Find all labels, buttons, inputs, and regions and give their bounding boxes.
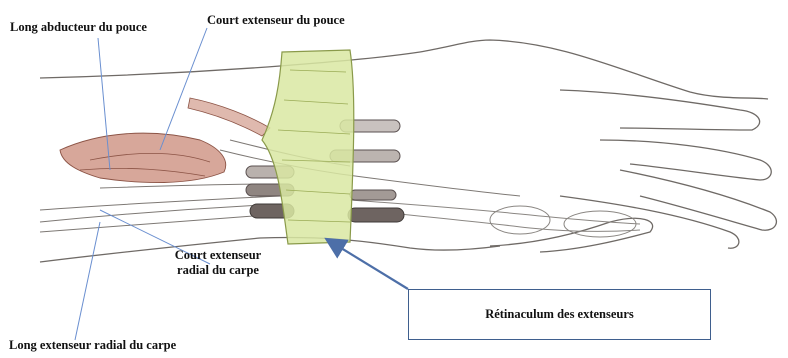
retinaculum-callout-box: Rétinaculum des extenseurs (408, 289, 711, 340)
fingers (490, 90, 776, 252)
label-retinaculum: Rétinaculum des extenseurs (485, 307, 634, 322)
muscle-bellies (60, 98, 270, 183)
label-short-radial-extensor: Court extenseur radial du carpe (150, 248, 286, 278)
label-long-abductor-thumb: Long abducteur du pouce (10, 20, 147, 35)
leader-long-radial-extensor (75, 222, 100, 340)
label-long-radial-extensor: Long extenseur radial du carpe (9, 338, 176, 353)
retinaculum-callout-arrow (328, 240, 408, 289)
leader-short-extensor-thumb (160, 28, 207, 150)
forearm-outline-upper (40, 40, 768, 99)
label-short-extensor-thumb: Court extenseur du pouce (207, 13, 345, 28)
